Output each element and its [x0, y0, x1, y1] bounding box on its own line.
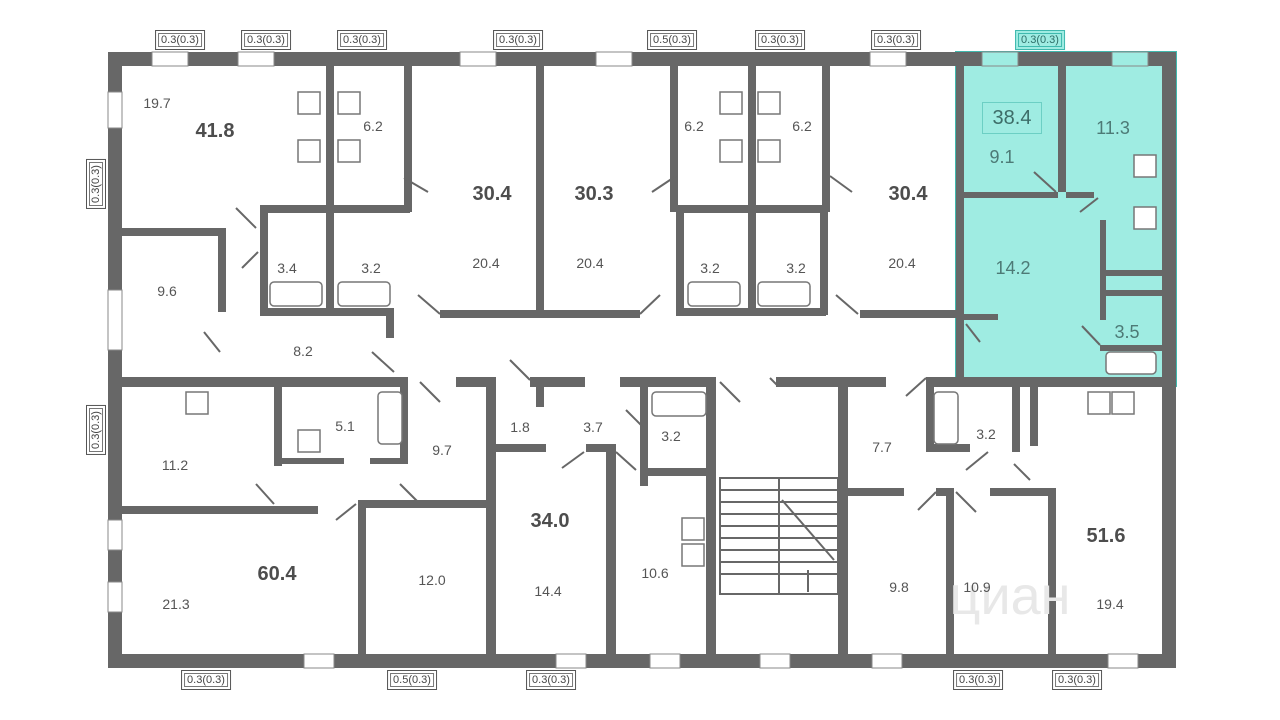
balcony-label: 0.3(0.3) [181, 670, 231, 690]
balcony-label: 0.5(0.3) [387, 670, 437, 690]
room-area: 21.3 [162, 596, 190, 612]
room-area: 14.4 [534, 583, 562, 599]
room-area: 3.2 [786, 260, 806, 276]
room-area: 6.2 [363, 118, 383, 134]
balcony-label: 0.3(0.3) [155, 30, 205, 50]
apartment-total[interactable]: 30.3 [574, 183, 614, 205]
room-area: 3.2 [700, 260, 720, 276]
balcony-label: 0.3(0.3) [755, 30, 805, 50]
balcony-label: 0.3(0.3) [1052, 670, 1102, 690]
selected-room-area: 11.3 [1096, 118, 1130, 138]
room-area: 1.8 [510, 419, 530, 435]
selected-room-area: 14.2 [995, 258, 1031, 278]
room-area: 19.4 [1096, 596, 1124, 612]
apartment-total[interactable]: 41.8 [195, 120, 235, 142]
room-area: 20.4 [576, 255, 604, 271]
room-area: 3.7 [583, 419, 603, 435]
room-area: 8.2 [293, 343, 313, 359]
apartment-total[interactable]: 34.0 [530, 510, 570, 532]
room-area: 10.6 [641, 565, 669, 581]
apartment-total[interactable]: 30.4 [888, 183, 928, 205]
balcony-label: 0.3(0.3) [241, 30, 291, 50]
door-swings [203, 171, 1101, 521]
apartment-total[interactable]: 30.4 [472, 183, 512, 205]
room-area: 9.8 [889, 579, 909, 595]
balcony-label: 0.5(0.3) [647, 30, 697, 50]
room-area: 7.7 [872, 439, 892, 455]
selected-room-area: 9.1 [989, 147, 1015, 167]
room-area: 9.6 [157, 283, 177, 299]
room-area: 12.0 [418, 572, 446, 588]
balcony-label: 0.3(0.3) [871, 30, 921, 50]
room-area: 9.7 [432, 442, 452, 458]
balcony-label: 0.3(0.3) [493, 30, 543, 50]
apartment-total[interactable]: 60.4 [257, 563, 297, 585]
balcony-label: 0.3(0.3) [86, 405, 106, 455]
room-area: 10.9 [963, 579, 991, 595]
room-area: 6.2 [792, 118, 812, 134]
room-area: 3.2 [661, 428, 681, 444]
watermark: циан [949, 566, 1071, 626]
room-area: 3.2 [976, 426, 996, 442]
windows [107, 51, 1149, 669]
balcony-label: 0.3(0.3) [953, 670, 1003, 690]
selected-total-box [982, 102, 1042, 134]
room-area: 3.4 [277, 260, 297, 276]
selected-room-area: 3.5 [1114, 322, 1140, 342]
selected-apartment-total[interactable]: 38.4 [992, 107, 1032, 129]
room-area: 6.2 [684, 118, 704, 134]
balcony-label: 0.3(0.3) [86, 159, 106, 209]
selected-balcony-label[interactable]: 0.3(0.3) [1015, 30, 1065, 50]
room-area: 20.4 [888, 255, 916, 271]
staircase [719, 477, 839, 595]
balcony-label: 0.3(0.3) [337, 30, 387, 50]
balcony-label: 0.3(0.3) [526, 670, 576, 690]
walls [108, 52, 1176, 668]
fixtures [185, 91, 1157, 567]
room-area: 3.2 [361, 260, 381, 276]
room-area: 11.2 [161, 457, 189, 473]
room-area: 20.4 [472, 255, 500, 271]
apartment-total[interactable]: 51.6 [1086, 525, 1126, 547]
room-area: 5.1 [335, 418, 355, 434]
room-area: 19.7 [143, 95, 171, 111]
